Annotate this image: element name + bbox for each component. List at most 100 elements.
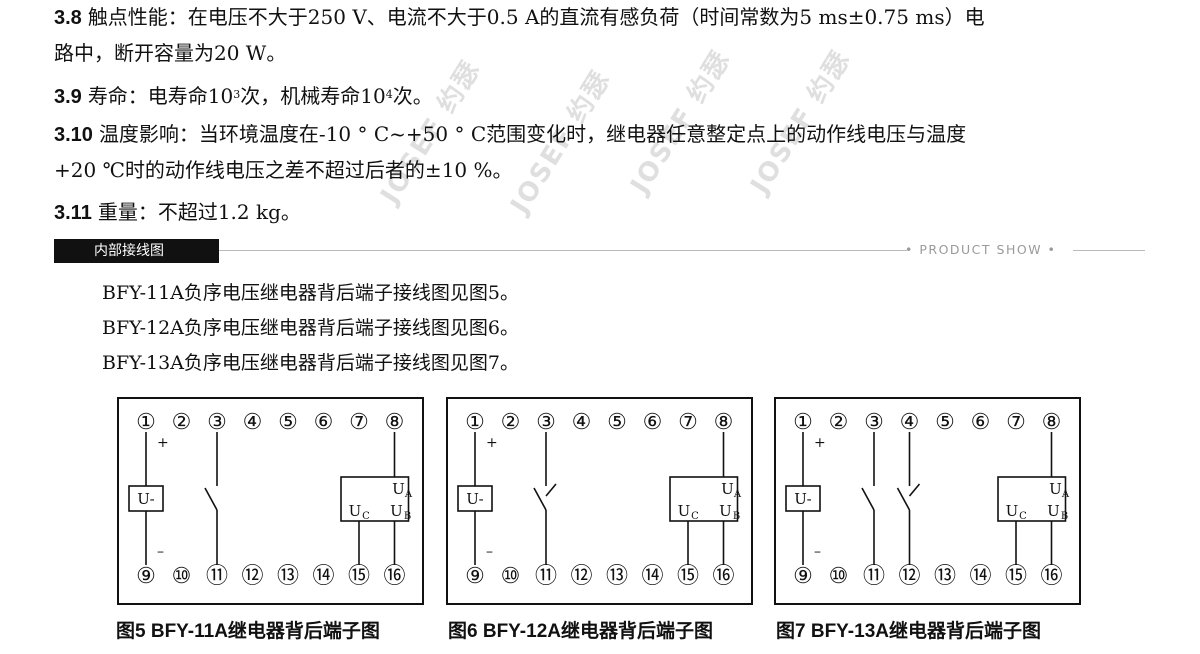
u-minus-box xyxy=(457,485,493,512)
spec-text-cont: +20 ℃时的动作线电压之差不超过后者的±10 %。 xyxy=(54,158,513,182)
voltage-module-box xyxy=(669,476,739,522)
diagram-frame xyxy=(774,397,1081,605)
u-minus-label: U- xyxy=(794,490,811,508)
divider xyxy=(219,250,907,251)
terminal-label: ③ xyxy=(536,410,556,435)
figure-caption: 图7 BFY-13A继电器背后端子图 xyxy=(776,621,1041,642)
exponent: 3 xyxy=(233,88,241,101)
spec-text: 寿命：电寿命10 xyxy=(87,84,234,108)
uc-label: U xyxy=(1006,502,1019,520)
terminal-label: ⑪ xyxy=(535,564,557,589)
terminal-label: ⑮ xyxy=(1005,564,1027,589)
figure-caption: 图6 BFY-12A继电器背后端子图 xyxy=(448,621,713,642)
terminal-label: ⑭ xyxy=(312,564,334,589)
minus-sign: – xyxy=(157,544,164,560)
minus-sign: – xyxy=(814,544,821,560)
terminal-label: ⑧ xyxy=(714,410,734,435)
diagram-frame xyxy=(117,397,424,605)
exponent: 4 xyxy=(385,88,393,101)
ub-label: U xyxy=(719,502,732,520)
intro-line: BFY-12A负序电压继电器背后端子接线图见图6。 xyxy=(102,317,520,339)
terminal-label: ① xyxy=(793,410,813,435)
intro-line: BFY-13A负序电压继电器背后端子接线图见图7。 xyxy=(102,352,520,374)
figure-caption: 图5 BFY-11A继电器背后端子图 xyxy=(116,621,380,642)
terminal-label: ⑧ xyxy=(385,410,405,435)
diagram-frame xyxy=(446,397,753,605)
plus-sign: + xyxy=(157,435,169,451)
spec-text: 重量：不超过1.2 kg。 xyxy=(97,200,301,224)
ub-subscript: B xyxy=(404,511,411,522)
u-minus-box xyxy=(128,485,164,512)
terminal-label: ② xyxy=(501,410,521,435)
u-minus-box xyxy=(785,485,821,512)
ua-label: U xyxy=(392,480,405,498)
ua-label: U xyxy=(721,480,734,498)
ub-label: U xyxy=(390,502,403,520)
spec-number: 3.10 xyxy=(54,124,93,146)
plus-sign: + xyxy=(486,435,498,451)
terminal-label: ⑫ xyxy=(241,564,263,589)
terminal-label: ⑩ xyxy=(829,564,849,589)
terminal-label: ⑦ xyxy=(1006,410,1026,435)
terminal-label: ⑥ xyxy=(971,410,991,435)
spec-text-cont: 路中，断开容量为20 W。 xyxy=(54,41,287,65)
terminal-label: ③ xyxy=(207,410,227,435)
terminal-label: ⑥ xyxy=(314,410,334,435)
uc-subscript: C xyxy=(691,511,699,522)
spec-number: 3.8 xyxy=(54,7,82,29)
terminal-label: ⑤ xyxy=(935,410,955,435)
product-show-label: • PRODUCT SHOW • xyxy=(905,242,1057,257)
minus-sign: – xyxy=(486,544,493,560)
terminal-label: ⑪ xyxy=(863,564,885,589)
terminal-label: ⑦ xyxy=(678,410,698,435)
u-minus-label: U- xyxy=(137,490,154,508)
terminal-label: ⑦ xyxy=(349,410,369,435)
ua-subscript: A xyxy=(404,489,413,500)
spec-text: 触点性能：在电压不大于250 V、电流不大于0.5 A的直流有感负荷（时间常数为… xyxy=(87,5,985,29)
spec-text: 次，机械寿命10 xyxy=(240,84,386,108)
wire xyxy=(896,487,911,511)
terminal-label: ⑥ xyxy=(643,410,663,435)
terminal-label: ⑩ xyxy=(172,564,192,589)
voltage-module-box xyxy=(340,476,410,522)
terminal-label: ⑩ xyxy=(501,564,521,589)
ub-label: U xyxy=(1047,502,1060,520)
uc-subscript: C xyxy=(1019,511,1027,522)
spec-number: 3.11 xyxy=(54,202,92,224)
terminal-label: ② xyxy=(829,410,849,435)
terminal-label: ④ xyxy=(243,410,263,435)
uc-label: U xyxy=(678,502,691,520)
ua-subscript: A xyxy=(733,489,742,500)
wire xyxy=(545,483,557,497)
terminal-label: ⑭ xyxy=(641,564,663,589)
terminal-label: ⑫ xyxy=(898,564,920,589)
wire xyxy=(861,487,875,511)
wire xyxy=(533,487,547,511)
ua-subscript: A xyxy=(1061,489,1070,500)
terminal-label: ⑤ xyxy=(278,410,298,435)
terminal-label: ④ xyxy=(900,410,920,435)
section-label: 内部接线图 xyxy=(54,239,219,263)
terminal-label: ① xyxy=(136,410,156,435)
terminal-label: ① xyxy=(465,410,485,435)
terminal-label: ⑨ xyxy=(793,564,813,589)
terminal-label: ⑨ xyxy=(136,564,156,589)
spec-number: 3.9 xyxy=(54,86,82,108)
uc-subscript: C xyxy=(362,511,370,522)
terminal-label: ⑪ xyxy=(206,564,228,589)
terminal-label: ⑯ xyxy=(383,564,405,589)
terminal-label: ⑧ xyxy=(1042,410,1062,435)
u-minus-label: U- xyxy=(466,490,483,508)
terminal-label: ⑯ xyxy=(1040,564,1062,589)
divider xyxy=(1073,250,1145,251)
terminal-label: ⑮ xyxy=(677,564,699,589)
wire xyxy=(204,487,218,511)
wire xyxy=(908,483,921,497)
terminal-label: ⑭ xyxy=(969,564,991,589)
terminal-label: ⑨ xyxy=(465,564,485,589)
terminal-label: ⑫ xyxy=(570,564,592,589)
